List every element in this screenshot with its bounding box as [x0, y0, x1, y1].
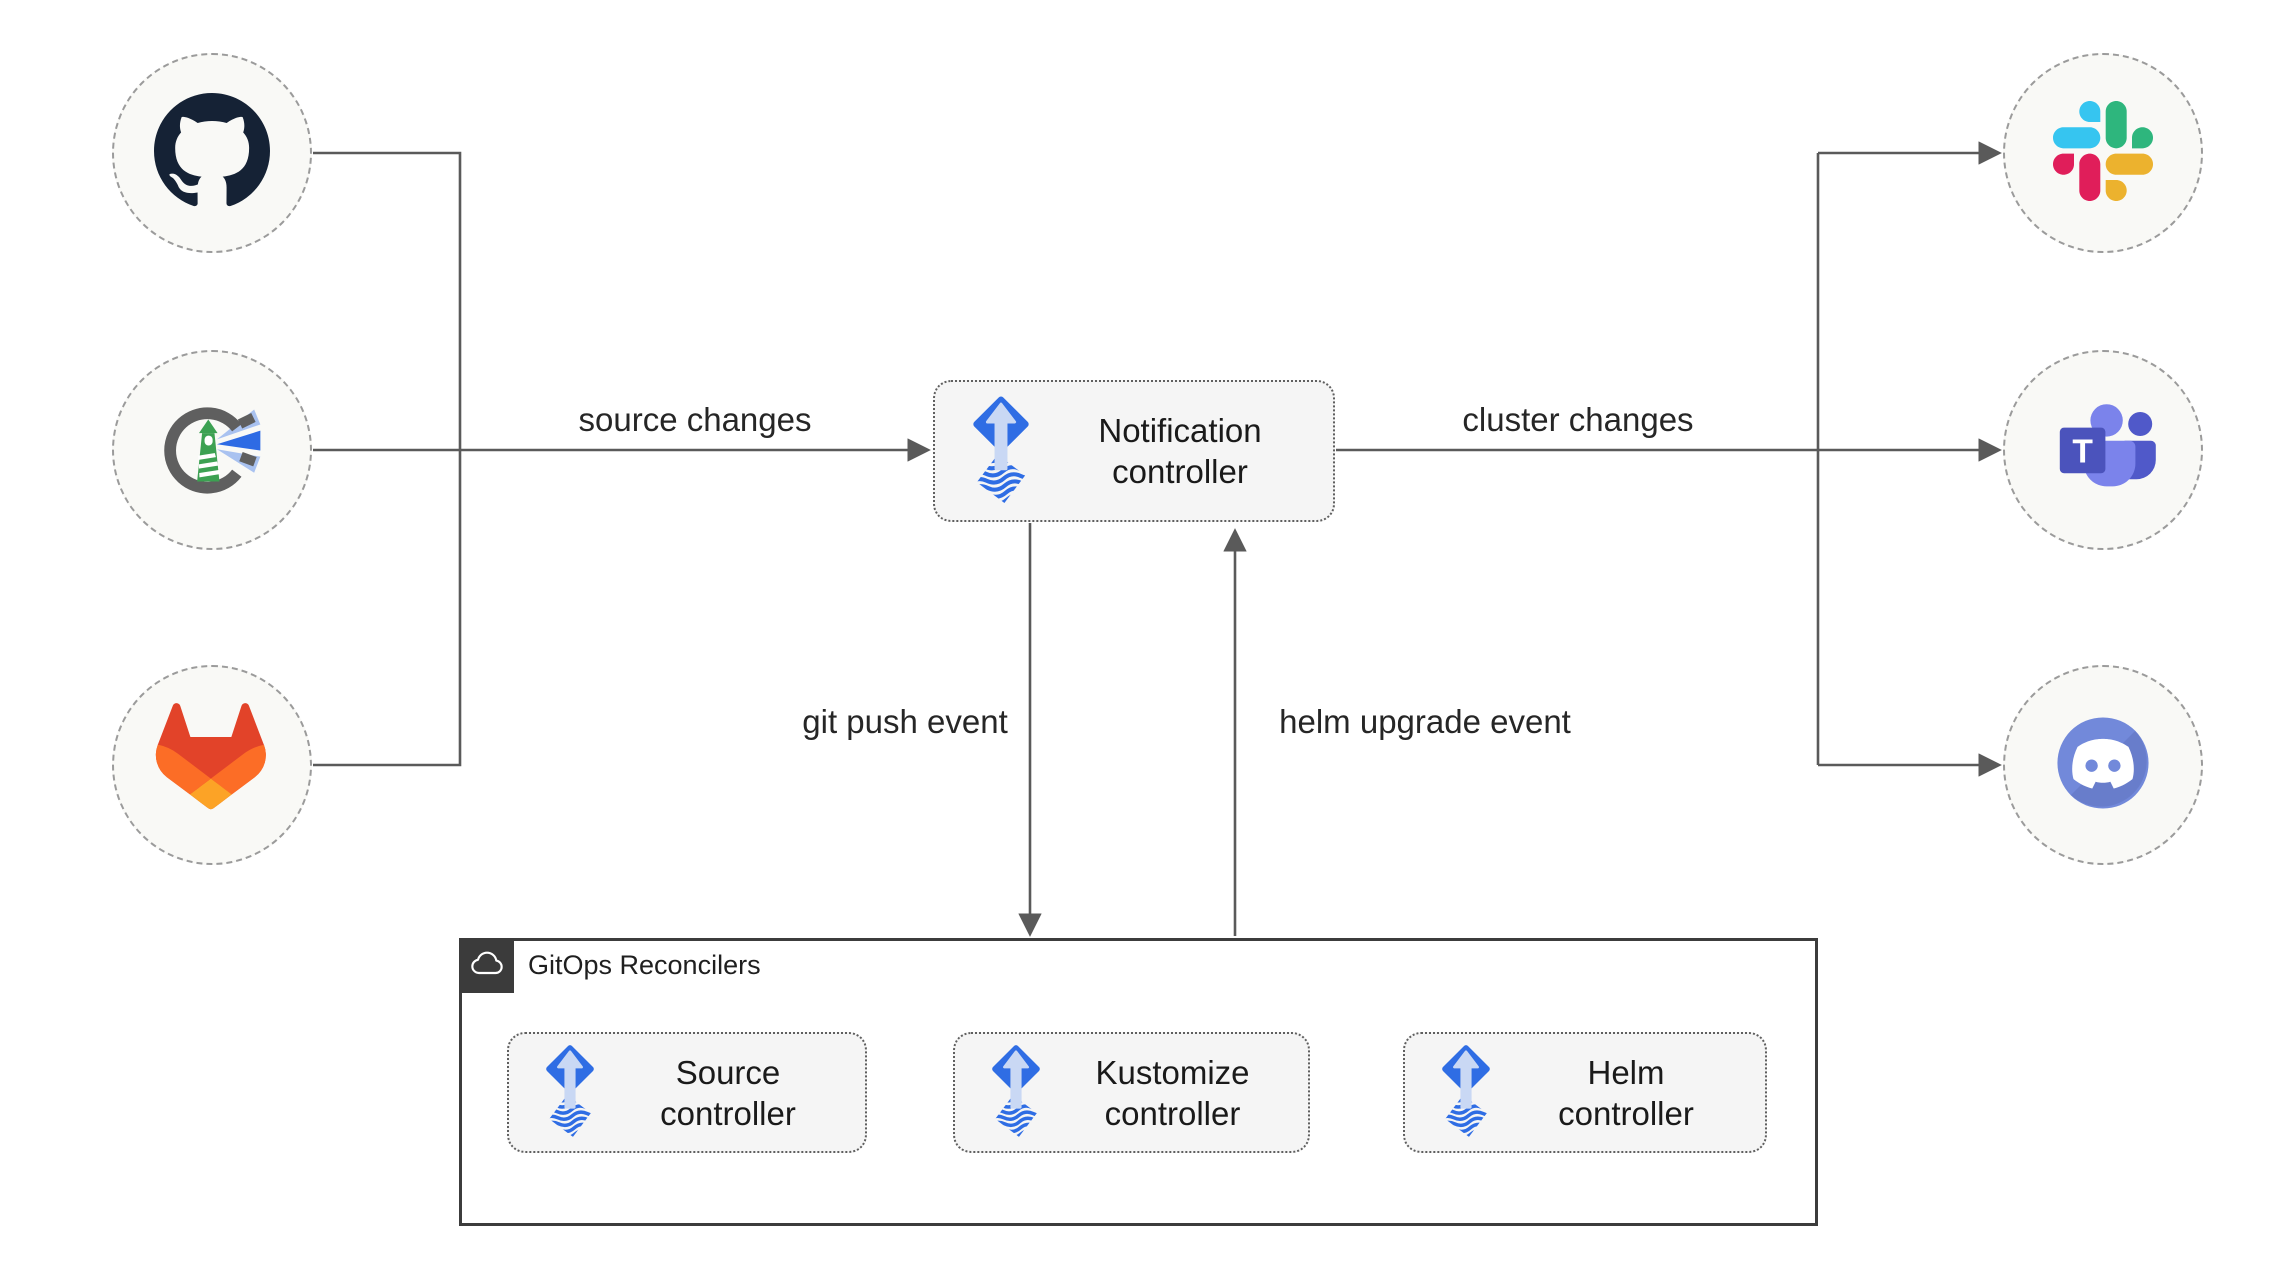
node-discord [2003, 665, 2203, 865]
gitlab-icon [149, 700, 275, 831]
flux-icon [1435, 1043, 1497, 1142]
node-gitlab [112, 665, 312, 865]
node-teams: T [2003, 350, 2203, 550]
flux-icon [539, 1043, 601, 1142]
kustomize-controller-label: Kustomize controller [1095, 1053, 1250, 1132]
harbor-icon [150, 386, 274, 515]
node-github [112, 53, 312, 253]
label-cluster-changes: cluster changes [1462, 401, 1694, 438]
node-slack [2003, 53, 2203, 253]
node-source-controller: Source controller [507, 1032, 867, 1153]
node-notification-controller: Notification controller [933, 380, 1335, 522]
node-helm-controller: Helm controller [1403, 1032, 1767, 1153]
flux-icon [985, 1043, 1047, 1142]
gitops-reconcilers-container: GitOps Reconcilers Source controller Kus… [459, 938, 1818, 1226]
edge-left-bus [313, 151, 462, 767]
gitops-tab [459, 938, 514, 993]
helm-controller-label: Helm controller [1558, 1053, 1694, 1132]
svg-text:T: T [2072, 433, 2093, 470]
teams-icon: T [2043, 388, 2163, 513]
slack-icon [2053, 100, 2153, 206]
gitops-reconcilers-label: GitOps Reconcilers [528, 950, 761, 980]
label-helm-upgrade-event: helm upgrade event [1279, 703, 1571, 740]
flux-icon [965, 394, 1037, 509]
label-source-changes: source changes [578, 401, 812, 438]
node-kustomize-controller: Kustomize controller [953, 1032, 1310, 1153]
notification-controller-label: Notification controller [1098, 412, 1262, 490]
node-harbor [112, 350, 312, 550]
cloud-icon [467, 948, 507, 983]
source-controller-label: Source controller [660, 1053, 796, 1132]
label-git-push-event: git push event [802, 703, 1008, 740]
discord-icon [2036, 696, 2170, 835]
github-icon [154, 92, 270, 214]
